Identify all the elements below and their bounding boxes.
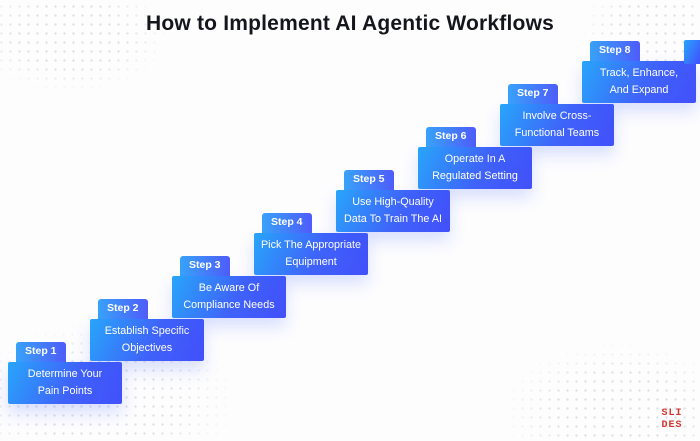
step-6-box: Operate In A Regulated Setting <box>418 146 532 189</box>
step-6-text-line2: Regulated Setting <box>432 169 518 182</box>
step-4-label: Step 4 <box>271 216 303 228</box>
step-7-text-line1: Involve Cross- <box>522 110 592 123</box>
step-7-text-line2: Functional Teams <box>514 126 600 139</box>
step-6-tab: Step 6 <box>426 127 476 147</box>
step-5-label: Step 5 <box>353 173 385 185</box>
step-4-text-line2: Equipment <box>285 255 337 268</box>
step-1-text-line2: Pain Points <box>37 384 93 397</box>
step-8-text-line1: Track, Enhance, <box>599 67 679 80</box>
step-2-box: Establish Specific Objectives <box>90 318 204 361</box>
step-3-text-line2: Compliance Needs <box>183 298 275 311</box>
step-8-label: Step 8 <box>599 44 631 56</box>
step-2: Step 2 Establish Specific Objectives <box>90 298 204 361</box>
brand-logo-line1: SLI <box>661 408 683 419</box>
step-2-text-line1: Establish Specific <box>104 325 190 338</box>
step-2-tab: Step 2 <box>98 299 148 319</box>
step-7-label: Step 7 <box>517 87 549 99</box>
step-4: Step 4 Pick The Appropriate Equipment <box>254 212 368 275</box>
step-8: Step 8 Track, Enhance, And Expand <box>582 40 696 103</box>
brand-logo-line2: DES <box>661 419 683 431</box>
step-3-label: Step 3 <box>189 259 221 271</box>
step-6-text-line1: Operate In A <box>444 153 506 166</box>
step-2-text-line2: Objectives <box>121 341 173 354</box>
step-3: Step 3 Be Aware Of Compliance Needs <box>172 255 286 318</box>
step-7-box: Involve Cross- Functional Teams <box>500 103 614 146</box>
step-5-text-line2: Data To Train The AI <box>343 212 443 225</box>
step-6: Step 6 Operate In A Regulated Setting <box>418 126 532 189</box>
page-title: How to Implement AI Agentic Workflows <box>146 12 554 35</box>
step-1-label: Step 1 <box>25 345 57 357</box>
step-6-label: Step 6 <box>435 130 467 142</box>
step-4-box: Pick The Appropriate Equipment <box>254 232 368 275</box>
step-8-box: Track, Enhance, And Expand <box>582 60 696 103</box>
step-5: Step 5 Use High-Quality Data To Train Th… <box>336 169 450 232</box>
step-7: Step 7 Involve Cross- Functional Teams <box>500 83 614 146</box>
step-1-tab: Step 1 <box>16 342 66 362</box>
step-1-text-line1: Determine Your <box>27 368 103 381</box>
step-2-label: Step 2 <box>107 302 139 314</box>
step-1: Step 1 Determine Your Pain Points <box>8 341 122 404</box>
brand-logo: SLI DES <box>656 408 688 431</box>
step-1-box: Determine Your Pain Points <box>8 361 122 404</box>
step-4-text-line1: Pick The Appropriate <box>260 239 362 252</box>
step-3-tab: Step 3 <box>180 256 230 276</box>
step-7-tab: Step 7 <box>508 84 558 104</box>
step-5-text-line1: Use High-Quality <box>352 196 434 209</box>
step-5-box: Use High-Quality Data To Train The AI <box>336 189 450 232</box>
step-4-tab: Step 4 <box>262 213 312 233</box>
next-step-fragment <box>684 40 700 64</box>
step-3-text-line1: Be Aware Of <box>198 282 260 295</box>
step-5-tab: Step 5 <box>344 170 394 190</box>
step-8-text-line2: And Expand <box>609 83 669 96</box>
step-8-tab: Step 8 <box>590 41 640 61</box>
step-3-box: Be Aware Of Compliance Needs <box>172 275 286 318</box>
